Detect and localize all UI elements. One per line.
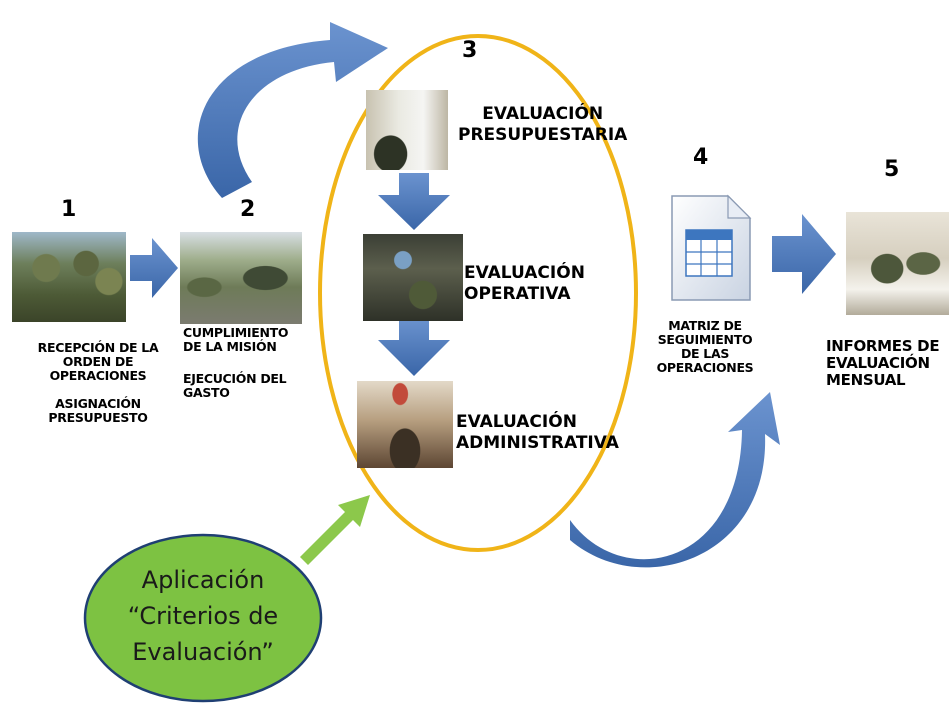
criteria-text: Aplicación “Criterios de Evaluación”	[95, 562, 311, 670]
step-1-caption: RECEPCIÓN DE LA ORDEN DE OPERACIONES ASI…	[28, 341, 168, 425]
photo-soldiers-road	[180, 232, 302, 324]
down-arrow-1	[378, 173, 450, 230]
curved-arrow-3-to-4	[570, 392, 780, 568]
caption-line: EVALUACIÓN	[826, 354, 930, 372]
caption-line: GASTO	[183, 385, 230, 400]
criteria-line: Aplicación	[141, 566, 265, 594]
caption-line: OPERACIONES	[49, 368, 147, 383]
caption-line: MENSUAL	[826, 371, 906, 389]
evaluation-operativa-label: EVALUACIÓN OPERATIVA	[464, 263, 585, 305]
photo-presentation	[366, 90, 448, 170]
step-2-caption: CUMPLIMIENTO DE LA MISIÓN EJECUCIÓN DEL …	[183, 326, 313, 400]
criteria-line: “Criterios de	[127, 602, 279, 630]
spreadsheet-icon	[671, 194, 752, 301]
criteria-line: Evaluación”	[132, 638, 274, 666]
caption-line: INFORMES DE	[826, 337, 940, 355]
evaluation-administrativa-label: EVALUACIÓN ADMINISTRATIVA	[456, 412, 619, 454]
caption-line: OPERACIONES	[656, 360, 754, 375]
arrow-1-to-2	[130, 238, 178, 298]
caption-line: EJECUCIÓN DEL	[183, 371, 287, 386]
step-2-number: 2	[240, 197, 256, 222]
step-4-caption: MATRIZ DE SEGUIMIENTO DE LAS OPERACIONES	[650, 319, 760, 375]
caption-line: DE LAS	[680, 346, 730, 361]
step-4-number: 4	[693, 145, 709, 170]
criteria-ellipse	[83, 533, 323, 703]
green-arrow	[300, 495, 370, 565]
photo-operations-room	[363, 234, 463, 321]
eval-line: ADMINISTRATIVA	[456, 433, 619, 453]
eval-line: PRESUPUESTARIA	[458, 125, 628, 145]
evaluation-ellipse	[318, 34, 638, 552]
eval-line: EVALUACIÓN	[464, 263, 585, 283]
step-1-number: 1	[61, 197, 77, 222]
evaluation-presupuestaria-label: EVALUACIÓN PRESUPUESTARIA	[458, 104, 627, 146]
eval-line: OPERATIVA	[464, 284, 571, 304]
photo-soldiers-briefing	[12, 232, 126, 322]
photo-meeting	[357, 381, 453, 468]
caption-line: CUMPLIMIENTO	[183, 325, 289, 340]
caption-line: MATRIZ DE	[668, 318, 742, 333]
caption-line: ASIGNACIÓN	[55, 396, 141, 411]
caption-line: RECEPCIÓN DE LA	[37, 340, 159, 355]
caption-line: PRESUPUESTO	[48, 410, 148, 425]
caption-line: ORDEN DE	[62, 354, 134, 369]
caption-line: DE LA MISIÓN	[183, 339, 277, 354]
step-5-number: 5	[884, 157, 900, 182]
step-3-number: 3	[462, 38, 478, 63]
curved-arrow-2-to-3	[197, 22, 388, 198]
eval-line: EVALUACIÓN	[482, 104, 604, 124]
arrow-4-to-5	[772, 214, 836, 294]
down-arrow-2	[378, 318, 450, 376]
photo-report-meeting	[846, 212, 949, 315]
eval-line: EVALUACIÓN	[456, 412, 577, 432]
step-5-caption: INFORMES DE EVALUACIÓN MENSUAL	[826, 338, 949, 389]
caption-line: SEGUIMIENTO	[657, 332, 753, 347]
